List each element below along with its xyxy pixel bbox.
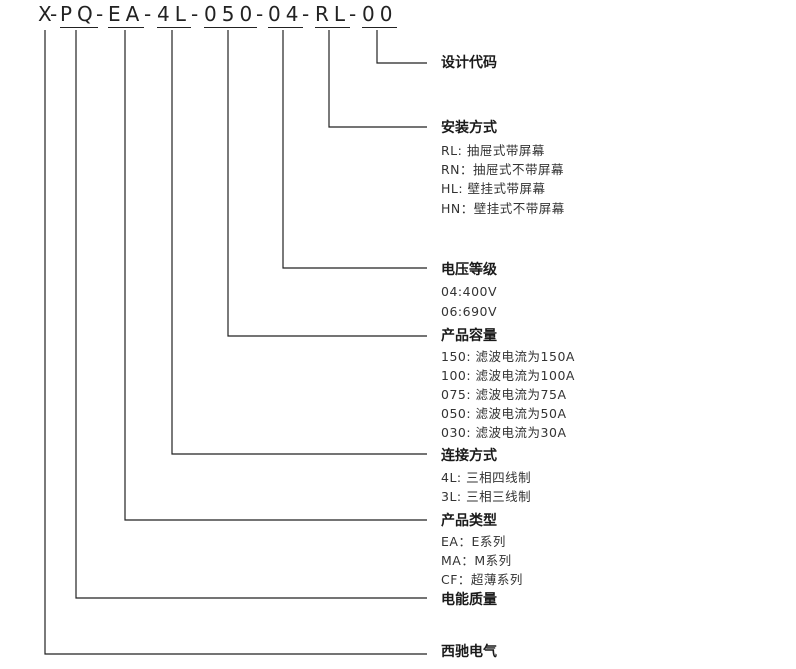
code-dash: - [144, 2, 152, 26]
heading-brand: 西驰电气 [441, 644, 497, 660]
option-install: HL: 壁挂式带屏幕 [441, 181, 546, 196]
heading-quality: 电能质量 [441, 592, 497, 608]
code-part-voltage: 04 [268, 2, 304, 28]
code-part-series: X [38, 2, 57, 26]
code-part-capacity: 050 [204, 2, 258, 28]
code-dash: - [50, 2, 58, 26]
option-type: EA：E系列 [441, 534, 506, 549]
heading-install: 安装方式 [441, 120, 497, 136]
option-install: RL: 抽屉式带屏幕 [441, 143, 545, 158]
code-part-connection: 4L [157, 2, 191, 28]
option-capacity: 075: 滤波电流为75A [441, 387, 567, 402]
heading-connection: 连接方式 [441, 448, 497, 464]
option-capacity: 030: 滤波电流为30A [441, 425, 567, 440]
leader-design [376, 30, 427, 64]
option-install: HN：壁挂式不带屏幕 [441, 201, 565, 216]
heading-design: 设计代码 [441, 55, 497, 71]
option-voltage: 06:690V [441, 304, 498, 319]
option-install: RN：抽屉式不带屏幕 [441, 162, 565, 177]
option-capacity: 150: 滤波电流为150A [441, 349, 575, 364]
leader-type [124, 30, 427, 521]
code-dash: - [96, 2, 104, 26]
code-dash: - [256, 2, 264, 26]
leader-install [328, 30, 427, 128]
code-dash: - [302, 2, 310, 26]
leader-connection [171, 30, 427, 455]
leader-quality [75, 30, 427, 599]
code-dash: - [191, 2, 199, 26]
code-part-type: EA [108, 2, 145, 28]
code-part-design: 00 [362, 2, 398, 28]
leader-capacity [227, 30, 427, 337]
code-part-quality: PQ [60, 2, 98, 28]
heading-capacity: 产品容量 [441, 328, 497, 344]
option-connection: 4L: 三相四线制 [441, 470, 532, 485]
leader-brand [44, 30, 427, 655]
leader-voltage [282, 30, 427, 269]
option-type: MA：M系列 [441, 553, 512, 568]
code-dash: - [349, 2, 357, 26]
code-part-install: RL [315, 2, 351, 28]
option-capacity: 100: 滤波电流为100A [441, 368, 575, 383]
heading-voltage: 电压等级 [441, 262, 497, 278]
option-capacity: 050: 滤波电流为50A [441, 406, 567, 421]
option-voltage: 04:400V [441, 284, 498, 299]
option-connection: 3L: 三相三线制 [441, 489, 532, 504]
option-type: CF：超薄系列 [441, 572, 523, 587]
heading-type: 产品类型 [441, 513, 497, 529]
